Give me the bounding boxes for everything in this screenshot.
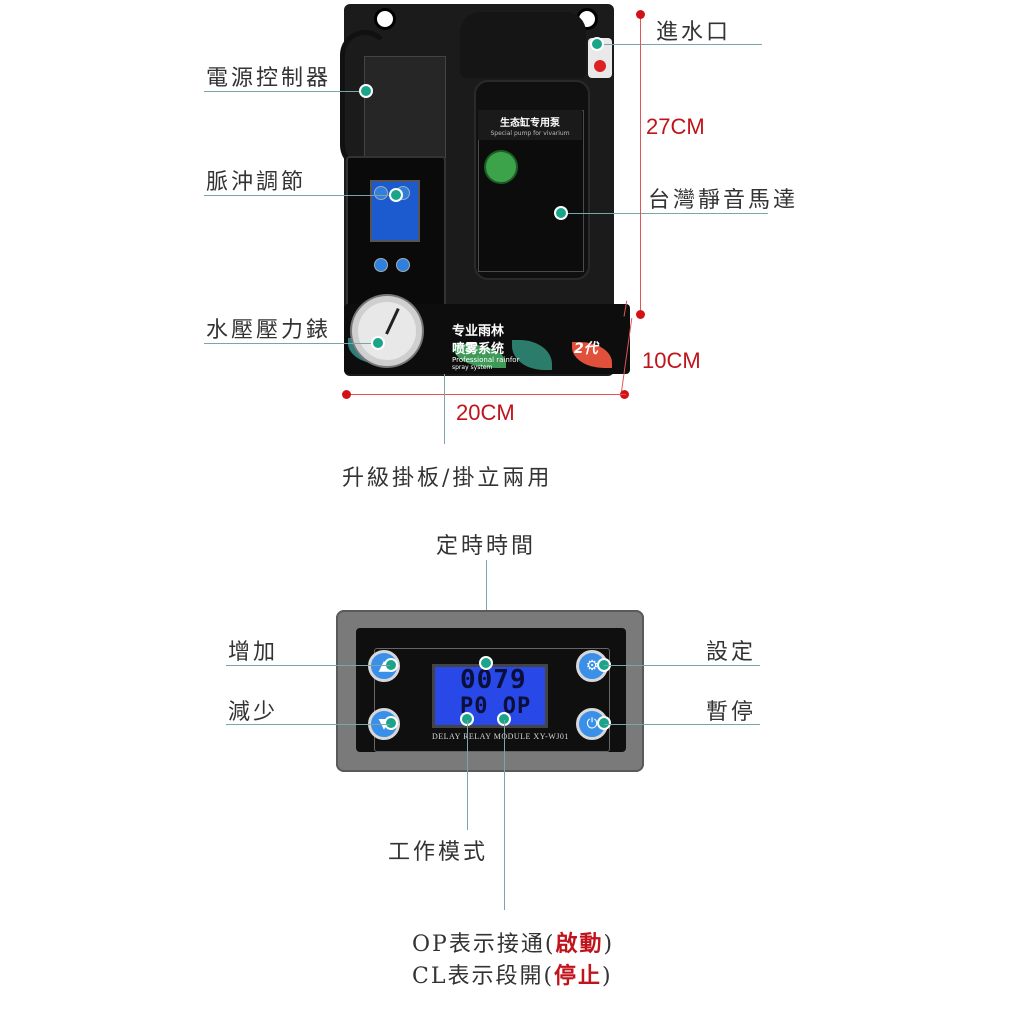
mount-hole [374,8,396,30]
note-op-highlight: 啟動 [555,931,604,957]
callout-dot [371,336,385,350]
pump-head [460,12,586,78]
module-inner-border [374,648,610,752]
frog-logo-icon [484,150,518,184]
width-dimension-line [348,394,626,395]
tray-badge: 2代 [574,341,598,357]
tray-title-1: 专业雨林 [452,324,505,339]
power-icon: ⏻ [586,716,598,732]
leader-line [467,720,468,830]
leader-line [600,44,762,45]
label-pause: 暫停 [706,700,757,725]
pump-label-band [478,110,582,140]
controller-button [396,258,410,272]
note-op-suffix: ) [603,932,615,957]
width-dimension: 20CM [456,400,515,425]
pump-label-text: 生态缸专用泵 [500,118,560,129]
label-pulse-adjust: 脈沖調節 [206,170,307,195]
gear-icon: ⚙ [585,658,599,674]
module-caption: DELAY RELAY MODULE XY-WJ01 [432,732,569,741]
dimension-endpoint [342,390,351,399]
power-cable [340,30,390,170]
controller-button [374,186,388,200]
label-mount: 升級掛板/掛立兩用 [342,466,553,491]
leader-line [204,91,366,92]
tray-subtitle-2: spray system [452,364,493,371]
note-cl-highlight: 停止 [554,963,603,989]
pump-label-subtext: Special pump for vivarium [490,130,570,137]
note-op-prefix: OP表示接通( [412,932,556,957]
depth-dimension: 10CM [642,348,701,373]
leaf-decoration [512,340,552,370]
leader-line [562,213,768,214]
leader-line [604,724,760,725]
callout-dot [389,188,403,202]
label-timer: 定時時間 [436,534,537,559]
label-water-inlet: 進水口 [656,20,732,45]
callout-dot [384,716,398,730]
callout-dot [554,206,568,220]
height-dimension-line [640,14,641,314]
dimension-endpoint [636,10,645,19]
note-cl: CL表示段開(停止) [412,958,613,990]
leader-line [226,724,390,725]
label-increase: 增加 [228,640,279,665]
height-dimension: 27CM [646,114,705,139]
label-pressure-gauge: 水壓壓力錶 [206,318,332,343]
label-power-control: 電源控制器 [206,66,332,91]
leader-line [204,195,396,196]
leader-line [204,343,378,344]
inlet-cap [594,60,606,72]
callout-dot [590,37,604,51]
controller-button [374,258,388,272]
lcd-timer-value: 0079 [460,665,527,695]
leader-line [604,665,760,666]
label-motor: 台灣靜音馬達 [648,188,799,213]
callout-dot [359,84,373,98]
label-decrease: 減少 [228,700,279,725]
callout-dot [597,716,611,730]
dimension-endpoint [636,310,645,319]
label-set: 設定 [706,640,757,665]
note-op: OP表示接通(啟動) [412,926,614,958]
tray-title-2: 喷雾系统 [452,342,505,357]
label-mode: 工作模式 [388,840,489,865]
leader-line [226,665,390,666]
tray-subtitle: Professional rainfor [452,356,520,364]
leader-line [444,374,445,444]
callout-dot [479,656,493,670]
note-cl-prefix: CL表示段開( [412,964,555,989]
leader-line [504,720,505,910]
note-cl-suffix: ) [602,964,613,989]
